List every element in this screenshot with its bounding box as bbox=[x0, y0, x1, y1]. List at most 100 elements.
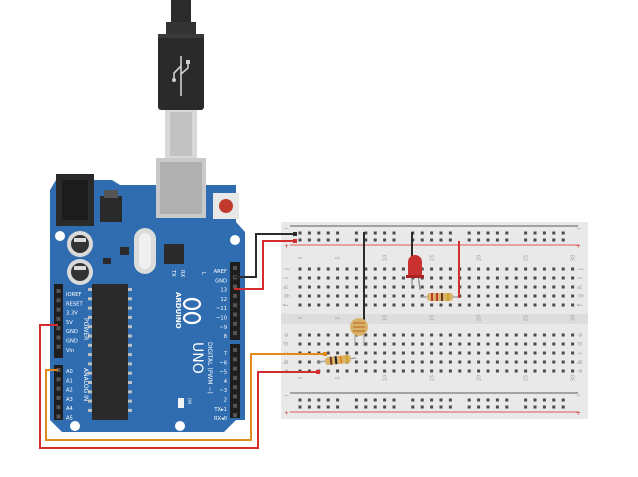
pin-label: A3 bbox=[66, 397, 73, 403]
plus-sign: + bbox=[284, 410, 289, 417]
photoresistor[interactable] bbox=[350, 318, 368, 346]
pin-label: 7 bbox=[224, 351, 227, 357]
pin-label: A2 bbox=[66, 388, 73, 394]
column-number: 10 bbox=[383, 375, 389, 381]
pin-label: A1 bbox=[66, 378, 73, 384]
column-number: 30 bbox=[571, 315, 577, 321]
column-number: 25 bbox=[524, 255, 530, 261]
arduino-logo-icon bbox=[182, 297, 202, 325]
row-letter: b bbox=[283, 360, 290, 364]
minus-sign: − bbox=[284, 225, 289, 232]
plus-sign: + bbox=[284, 243, 289, 250]
column-number: 1 bbox=[298, 376, 304, 379]
resistor-ldr[interactable] bbox=[317, 354, 357, 366]
wire-a0[interactable] bbox=[45, 353, 325, 441]
column-number: 30 bbox=[571, 255, 577, 261]
column-number: 25 bbox=[524, 315, 530, 321]
row-letter: g bbox=[283, 294, 290, 298]
pin-label: ~5 bbox=[219, 370, 227, 376]
pin-label: 5V bbox=[66, 320, 73, 326]
rx-label: RX bbox=[179, 270, 185, 278]
column-number: 15 bbox=[430, 315, 436, 321]
digital-header-low[interactable] bbox=[230, 344, 240, 418]
column-number: 5 bbox=[336, 256, 342, 259]
row-letter: i bbox=[283, 277, 290, 279]
row-letter: i bbox=[577, 277, 584, 279]
pin-label: A4 bbox=[66, 406, 74, 412]
power-header[interactable] bbox=[54, 284, 63, 358]
digital-pwm-label: DIGITAL (PWM ~) bbox=[206, 342, 213, 394]
column-number: 10 bbox=[383, 315, 389, 321]
usb-cable bbox=[158, 0, 204, 158]
arduino-brand-label: ARDUINO bbox=[174, 292, 182, 329]
pin-label: ~11 bbox=[216, 306, 227, 312]
pin-label: AREF bbox=[214, 269, 227, 275]
on-led bbox=[178, 398, 184, 408]
pin-label: ~3 bbox=[219, 388, 227, 394]
wire-pin13[interactable] bbox=[234, 240, 295, 290]
column-number: 5 bbox=[336, 376, 342, 379]
pin-label: ~6 bbox=[219, 360, 227, 366]
minus-sign: − bbox=[576, 392, 581, 399]
column-number: 20 bbox=[477, 315, 483, 321]
column-number: 20 bbox=[477, 255, 483, 261]
pin-label: GND bbox=[215, 278, 227, 284]
row-letter: g bbox=[577, 294, 584, 298]
column-number: 15 bbox=[430, 375, 436, 381]
row-letter: e bbox=[283, 333, 290, 337]
row-letter: j bbox=[283, 268, 290, 271]
atmega-chip bbox=[92, 284, 128, 420]
row-letter: d bbox=[283, 342, 290, 346]
row-letter: f bbox=[577, 303, 584, 306]
l-led-label: L bbox=[200, 272, 206, 275]
resistor-led[interactable] bbox=[420, 293, 458, 301]
minus-sign: − bbox=[284, 392, 289, 399]
row-letter: h bbox=[283, 285, 290, 289]
usb-icon bbox=[173, 56, 189, 96]
pin-label: GND bbox=[66, 339, 78, 345]
row-letter: b bbox=[577, 360, 584, 364]
row-letter: a bbox=[577, 369, 584, 373]
row-letter: e bbox=[577, 333, 584, 337]
pin-label: 12 bbox=[220, 297, 227, 303]
analog-in-label: ANALOG IN bbox=[82, 368, 89, 401]
minus-sign: − bbox=[576, 225, 581, 232]
pin-label: 8 bbox=[224, 334, 227, 340]
column-number: 10 bbox=[383, 255, 389, 261]
column-number: 5 bbox=[336, 316, 342, 319]
pin-label: 2 bbox=[224, 398, 227, 404]
red-led[interactable] bbox=[406, 255, 424, 291]
row-letter: c bbox=[577, 351, 584, 354]
column-number: 1 bbox=[298, 256, 304, 259]
pin-label: RESET bbox=[66, 301, 83, 307]
uno-label: UNO bbox=[189, 342, 205, 374]
analog-header[interactable] bbox=[54, 365, 63, 420]
plus-sign: + bbox=[576, 410, 581, 417]
wires[interactable] bbox=[39, 232, 460, 449]
digital-header-high[interactable] bbox=[230, 262, 240, 340]
row-letter: h bbox=[577, 285, 584, 289]
pin-label: 4 bbox=[224, 379, 228, 385]
usb-chip bbox=[164, 244, 184, 264]
pin-label: A0 bbox=[66, 369, 73, 375]
column-number: 20 bbox=[477, 375, 483, 381]
column-number: 15 bbox=[430, 255, 436, 261]
pin-label: IOREF bbox=[66, 292, 81, 298]
voltage-regulator bbox=[100, 196, 122, 222]
wire-5v[interactable] bbox=[39, 324, 318, 449]
column-number: 30 bbox=[571, 375, 577, 381]
wire-gnd[interactable] bbox=[234, 233, 295, 278]
row-letter: f bbox=[283, 303, 290, 306]
power-label: POWER bbox=[82, 318, 89, 340]
row-letter: j bbox=[577, 268, 584, 271]
column-number: 25 bbox=[524, 375, 530, 381]
on-label: ON bbox=[187, 398, 192, 404]
